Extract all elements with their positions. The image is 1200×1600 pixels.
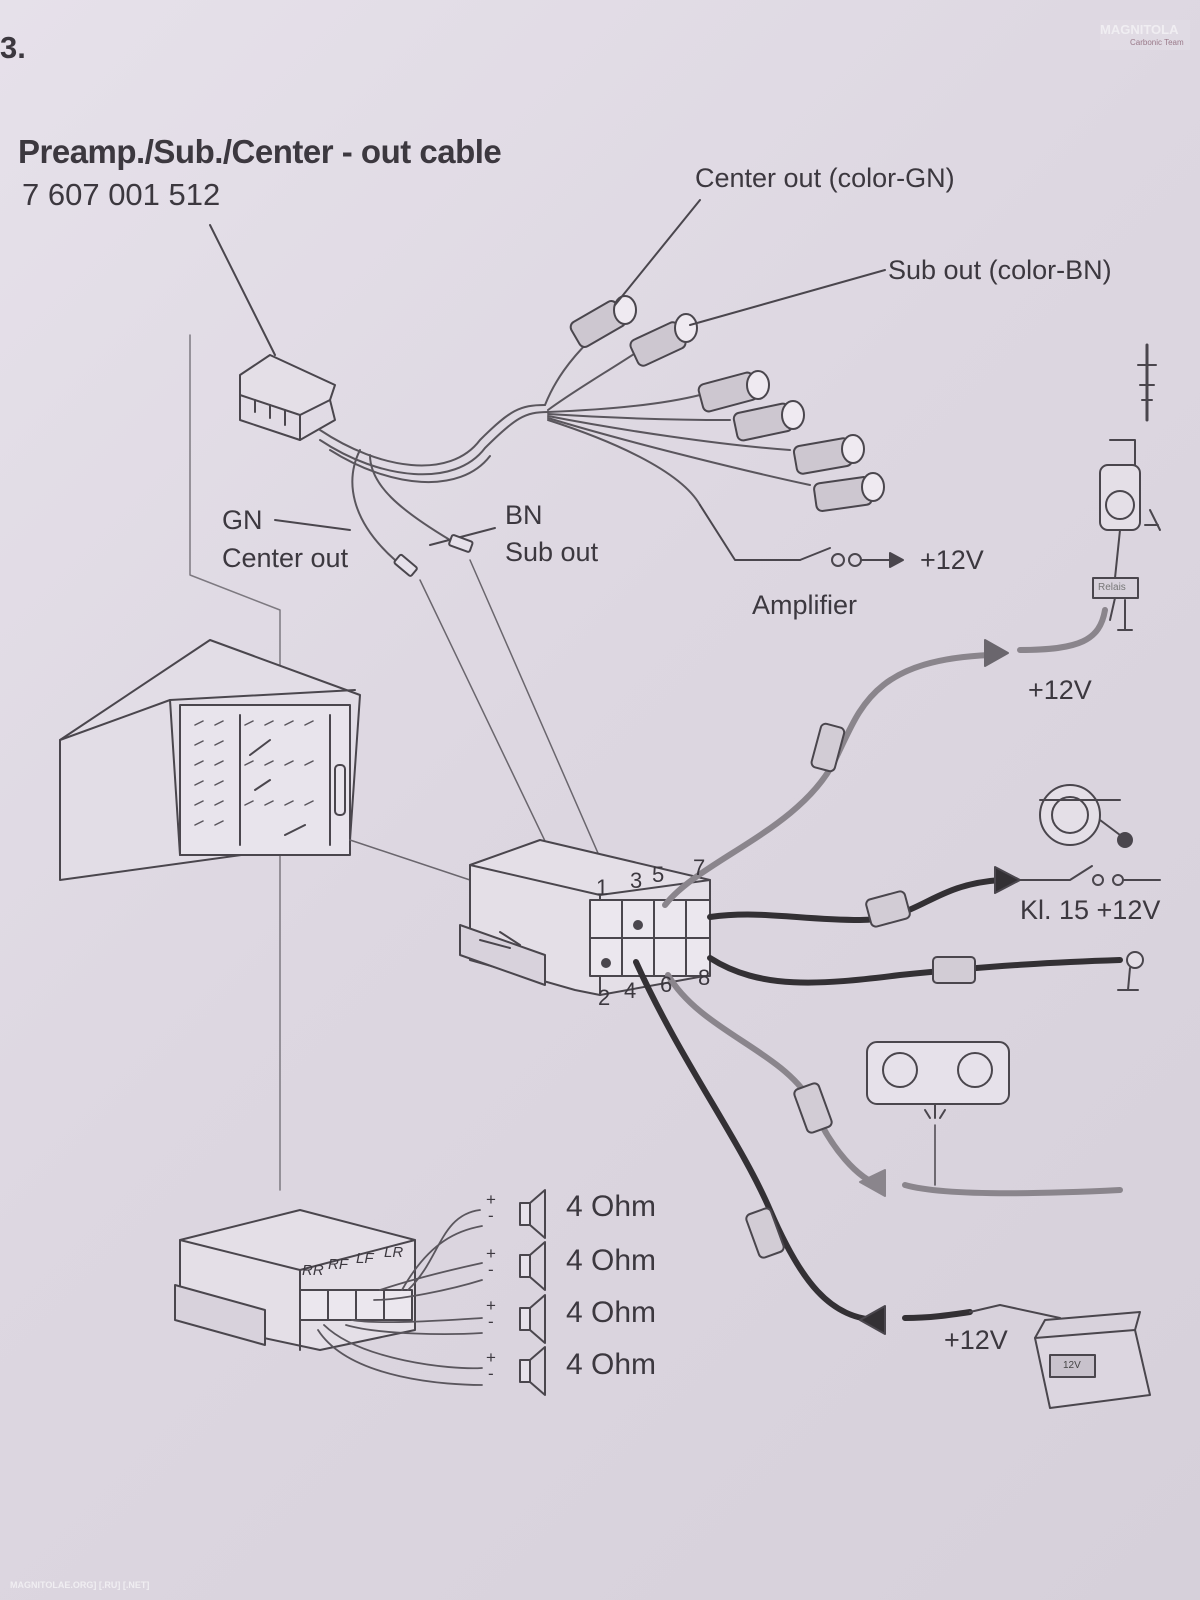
amplifier-voltage-label: +12V	[920, 545, 984, 575]
pin-label: 2	[598, 985, 611, 1010]
harness-bundle	[319, 339, 811, 561]
channel-label: RR	[302, 1262, 324, 1279]
magnitola-logo	[1100, 20, 1190, 50]
channel-label: RF	[328, 1256, 348, 1273]
power-antenna	[1092, 343, 1161, 631]
antenna-fuse-holder	[810, 722, 846, 773]
sub-out-color-label: Sub out (color-BN)	[888, 255, 1112, 285]
ground-fuse-holder	[932, 956, 976, 984]
illumination-fuse-holder	[793, 1082, 833, 1134]
speaker-wires	[317, 1209, 483, 1386]
pin-label: 6	[660, 972, 673, 997]
pin-label: 4	[624, 978, 637, 1003]
rca-plug-front-right	[732, 400, 805, 442]
ignition-lock	[1039, 784, 1133, 848]
battery-arrow	[859, 1305, 886, 1335]
speaker-impedance: 4 Ohm	[566, 1296, 657, 1329]
amplifier-label: Amplifier	[752, 590, 858, 620]
rca-plug-center	[569, 295, 637, 348]
antenna-arrow	[984, 639, 1009, 667]
ground-eyelet	[1117, 951, 1144, 991]
speaker-minus: -	[488, 1312, 494, 1331]
speaker-plus: +	[486, 1296, 496, 1315]
amplifier-switch	[699, 504, 904, 568]
center-out-color-label: Center out (color-GN)	[695, 163, 955, 193]
pin-label: 1	[596, 875, 609, 900]
watermark-logo-text: MAGNITOLA	[1100, 22, 1179, 37]
bn-leader	[429, 527, 496, 546]
part-number: 7 607 001 512	[22, 177, 221, 212]
battery-wire	[633, 959, 973, 1323]
ignition-arrow	[994, 866, 1021, 894]
speaker-minus: -	[488, 1206, 494, 1225]
antenna-voltage-label: +12V	[1028, 675, 1092, 705]
center-out-leader	[614, 199, 701, 306]
bn-terminal	[448, 534, 474, 553]
main-power-connector	[459, 839, 711, 996]
ignition-fuse-holder	[865, 890, 911, 928]
channel-label: LF	[356, 1250, 374, 1267]
rca-plug-front-left	[697, 370, 770, 413]
radio-to-connector-line	[349, 839, 471, 881]
rca-plug-rear-right	[813, 472, 885, 512]
battery-voltage-label: +12V	[944, 1325, 1008, 1355]
antenna-wire	[662, 607, 1108, 908]
speaker-icon	[519, 1241, 546, 1291]
diagram-title: Preamp./Sub./Center - out cable	[18, 133, 502, 170]
watermark-footer: MAGNITOLAE.ORG] [.RU] [.NET]	[10, 1580, 150, 1590]
center-out-label: Center out	[222, 543, 349, 573]
sub-out-label: Sub out	[505, 537, 599, 567]
speaker-icon	[519, 1346, 546, 1396]
speaker-impedance: 4 Ohm	[566, 1244, 657, 1277]
sub-out-leader	[689, 269, 886, 326]
gn-leader	[274, 519, 351, 531]
battery-mark: 12V	[1063, 1360, 1081, 1371]
frame-line	[189, 334, 281, 1191]
speaker-impedance: 4 Ohm	[566, 1190, 657, 1223]
ignition-wire	[707, 877, 1003, 923]
rca-plug-sub	[629, 313, 698, 367]
car-radio-unit	[59, 639, 361, 881]
ground-wire	[707, 955, 1123, 986]
watermark-team-text: Carbonic Team	[1130, 38, 1184, 47]
ignition-label: Kl. 15 +12V	[1020, 895, 1161, 925]
pin-label: 8	[698, 965, 711, 990]
speaker-plus: +	[486, 1190, 496, 1209]
speaker-minus: -	[488, 1260, 494, 1279]
bn-label: BN	[505, 500, 543, 530]
speaker-connector	[174, 1209, 416, 1351]
pin-label: 3	[630, 868, 643, 893]
preamp-iso-connector	[239, 354, 336, 441]
gn-label: GN	[222, 505, 263, 535]
gn-terminal	[393, 553, 418, 577]
relais-label: Relais	[1098, 582, 1126, 593]
illumination-arrow	[859, 1169, 886, 1197]
battery-fuse-holder	[745, 1207, 785, 1259]
channel-label: LR	[384, 1244, 404, 1261]
car-battery	[969, 1304, 1151, 1409]
speaker-icon	[519, 1189, 546, 1239]
speaker-minus: -	[488, 1364, 494, 1383]
speaker-impedance: 4 Ohm	[566, 1348, 657, 1381]
speaker-plus: +	[486, 1244, 496, 1263]
rca-plug-rear-left	[792, 434, 865, 475]
section-number: 3.	[0, 30, 26, 65]
speaker-plus: +	[486, 1348, 496, 1367]
pin-label: 7	[693, 855, 706, 880]
pin-label: 5	[652, 862, 665, 887]
dashboard-instrument	[866, 1041, 1010, 1186]
speaker-icon	[519, 1294, 546, 1344]
title-leader-line	[209, 224, 276, 356]
ignition-switch	[1019, 865, 1161, 886]
